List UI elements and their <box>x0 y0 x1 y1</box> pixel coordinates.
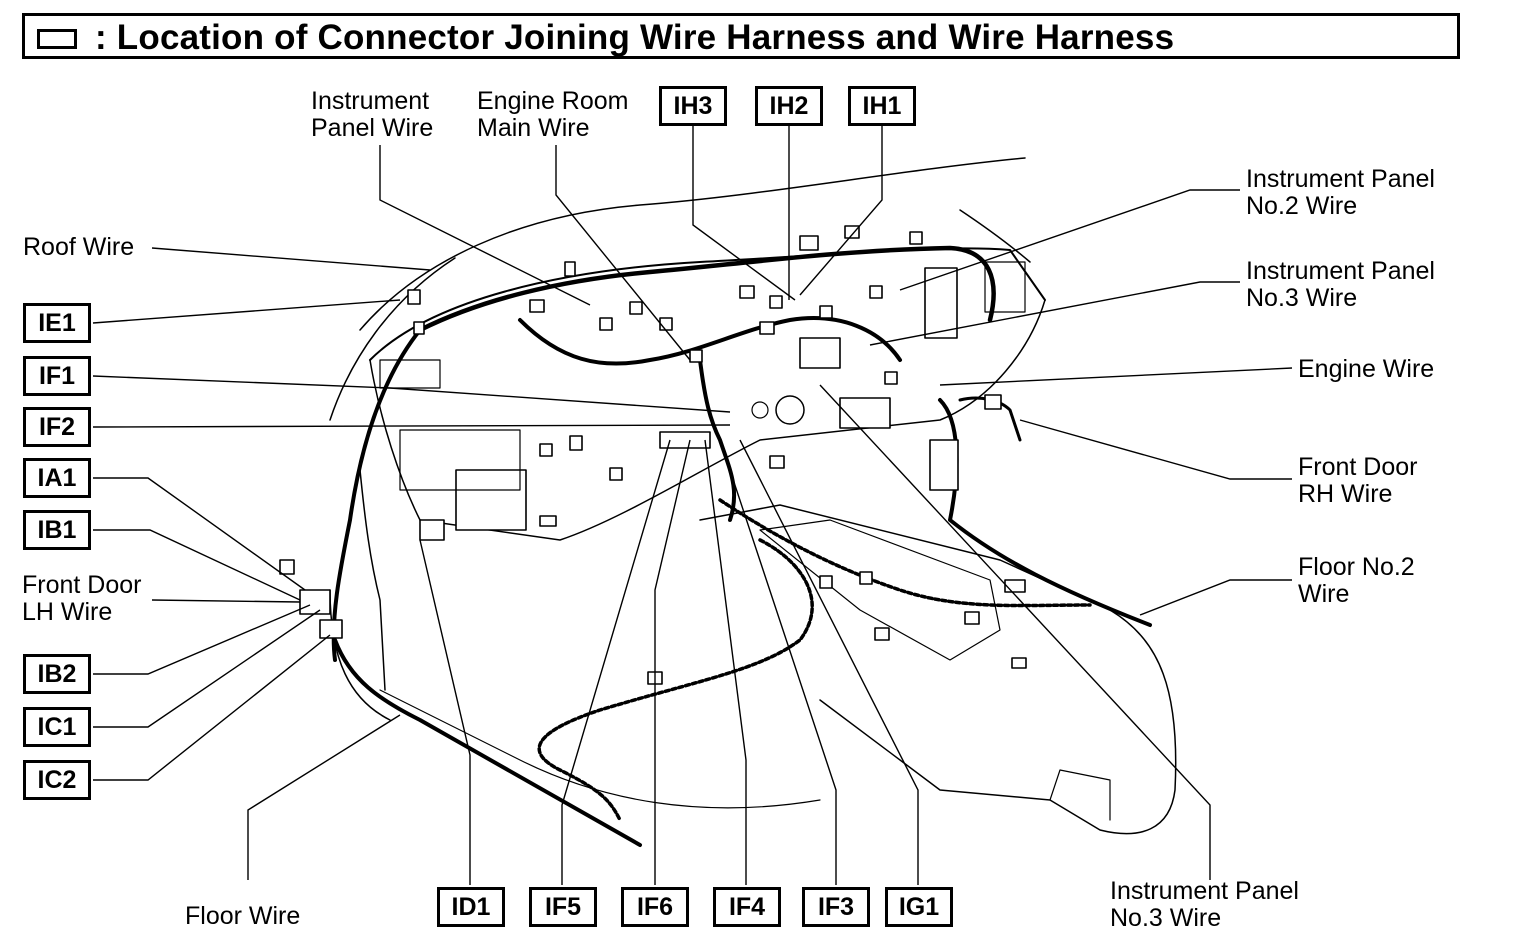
label-instrument-panel-no3-wire-bottom: Instrument Panel No.3 Wire <box>1110 877 1299 932</box>
label-instrument-panel-wire: Instrument Panel Wire <box>311 87 434 142</box>
right-door-harness <box>938 398 1152 627</box>
connector-ih3: IH3 <box>659 86 727 126</box>
connector-ig1: IG1 <box>885 887 953 927</box>
connector-ib1: IB1 <box>23 510 91 550</box>
dashboard-front <box>369 299 1046 541</box>
label-instrument-panel-no2-wire: Instrument Panel No.2 Wire <box>1246 165 1435 220</box>
page-title: : Location of Connector Joining Wire Har… <box>95 18 1175 57</box>
main-harness <box>417 245 996 333</box>
connector-if3: IF3 <box>802 887 870 927</box>
glovebox <box>399 429 521 491</box>
label-engine-wire: Engine Wire <box>1298 355 1435 383</box>
windshield-outline <box>359 157 1026 331</box>
a-pillar-right <box>959 209 1031 263</box>
floor-outline <box>379 689 821 809</box>
floor-harness-center <box>537 538 814 822</box>
a-pillar-left <box>329 257 456 421</box>
label-engine-room-main-wire: Engine Room Main Wire <box>477 87 629 142</box>
connector-if2: IF2 <box>23 407 91 447</box>
connector-if4: IF4 <box>713 887 781 927</box>
leader-lines <box>92 125 1293 885</box>
left-vent <box>379 359 441 389</box>
main-harness-lower <box>518 316 902 366</box>
label-front-door-rh-wire: Front Door RH Wire <box>1298 453 1418 508</box>
right-vent <box>984 261 1026 313</box>
label-front-door-lh-wire: Front Door LH Wire <box>22 571 142 626</box>
title-bar: : Location of Connector Joining Wire Har… <box>22 13 1460 59</box>
label-floor-no2-wire: Floor No.2 Wire <box>1298 553 1415 608</box>
connector-if5: IF5 <box>529 887 597 927</box>
left-harness <box>331 328 422 662</box>
connector-if6: IF6 <box>621 887 689 927</box>
center-console <box>699 504 1177 835</box>
left-door-edge <box>329 589 391 721</box>
connector-ih1: IH1 <box>848 86 916 126</box>
connector-ie1: IE1 <box>23 303 91 343</box>
connector-ia1: IA1 <box>23 458 91 498</box>
gauge-circle <box>775 395 805 425</box>
connector-ih2: IH2 <box>755 86 823 126</box>
connector-ic2: IC2 <box>23 760 91 800</box>
connector-ib2: IB2 <box>23 654 91 694</box>
connector-id1: ID1 <box>437 887 505 927</box>
connector-box-icon <box>37 29 77 49</box>
connector-ic1: IC1 <box>23 707 91 747</box>
label-roof-wire: Roof Wire <box>23 233 135 261</box>
console-rear <box>1049 769 1111 821</box>
connector-if1: IF1 <box>23 356 91 396</box>
console-top-panel <box>759 519 1001 661</box>
floor-no2-harness <box>718 498 1092 608</box>
label-instrument-panel-no3-wire-right: Instrument Panel No.3 Wire <box>1246 257 1435 312</box>
dashboard-lower-left <box>359 469 386 691</box>
label-floor-wire: Floor Wire <box>185 902 301 930</box>
floor-harness-left <box>333 638 642 847</box>
